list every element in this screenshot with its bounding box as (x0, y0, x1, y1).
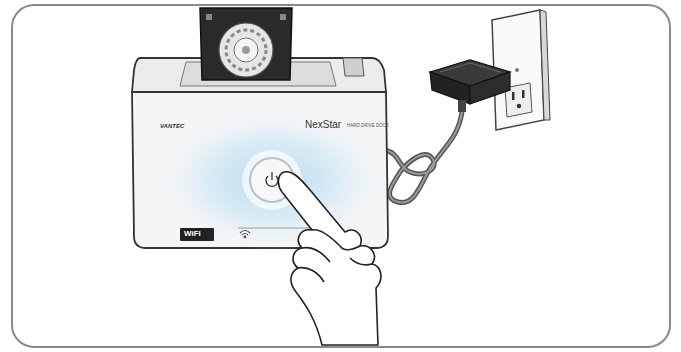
hard-drive (200, 8, 292, 80)
wifi-badge: WiFi (184, 230, 201, 238)
wifi-icon (240, 231, 250, 238)
model-name: NexStar (305, 120, 341, 130)
model-subtitle: HARD DRIVE DOCK (347, 124, 389, 129)
power-cord (384, 112, 462, 203)
pressing-hand (278, 172, 381, 345)
brand-logo: VANTEC (160, 123, 184, 129)
dock-body (132, 58, 388, 250)
frame (12, 5, 670, 347)
power-adapter (430, 60, 510, 112)
